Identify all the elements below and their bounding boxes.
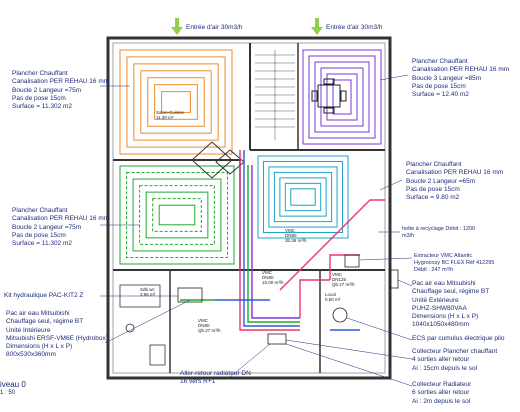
heating-pipe-loop (332, 79, 352, 115)
heating-loop-salon (119, 49, 233, 155)
heating-loop-lower-right (257, 155, 349, 239)
staircase (255, 50, 295, 140)
heating-loop-lower-left (119, 165, 235, 265)
outer-wall (106, 36, 392, 380)
heating-pipe-loop (262, 160, 344, 234)
heating-pipe-loop (314, 61, 370, 133)
pipe-network (180, 150, 385, 331)
heating-pipe-loop (154, 84, 198, 120)
heating-pipe-loop (145, 191, 209, 239)
annotation-water-heater: ECS par cumulus électrique pilo (412, 335, 505, 342)
heating-pipe-loop (132, 178, 222, 252)
air-inlet-arrow-1 (171, 18, 183, 35)
collector-unit (267, 333, 287, 345)
heating-pipe-loop (119, 49, 233, 155)
heating-pipe-loop (302, 49, 382, 145)
dining-table-icon (311, 78, 347, 114)
heating-pipe-loop (320, 67, 364, 127)
heating-pipe-loop (133, 63, 219, 141)
heating-pipe-loop (308, 55, 376, 139)
heating-pipe-loop (279, 177, 327, 217)
water-heater-icon (332, 307, 348, 323)
heating-loop-upper-right (302, 49, 382, 145)
leader-lines (100, 74, 413, 387)
heating-pipe-loop (273, 171, 333, 223)
heating-pipe-loop (284, 182, 322, 212)
heating-pipe-loop (161, 91, 191, 113)
air-inlet-arrow-2 (311, 18, 323, 35)
hydrobox-unit (177, 287, 203, 303)
heating-pipe-loop (268, 166, 338, 228)
heating-pipe-loop (147, 77, 205, 127)
heating-pipe-loop (290, 188, 316, 206)
heating-pipe-loop (119, 165, 235, 265)
heating-pipe-loop (126, 56, 226, 148)
annotation-hydraulic-kit: Kit hydraulique PAC-KIT2 Z (4, 292, 84, 299)
heating-pipe-loop (139, 185, 215, 245)
air-inlet-label: Entrée d'air 30m3/h (326, 24, 383, 31)
heating-pipe-loop (152, 198, 202, 232)
air-inlet-label: Entrée d'air 30m3/h (186, 24, 243, 31)
level-title: iveau 0 1 : 50 (0, 380, 26, 396)
outdoor-unit-icon (389, 269, 399, 289)
vmc-extractor-unit (344, 254, 360, 268)
heating-pipe-loop (126, 172, 228, 258)
heating-pipe-loop (257, 155, 349, 239)
heating-pipe-loop (326, 73, 358, 121)
heating-pipe-loop (158, 204, 196, 226)
bathroom-fixtures (119, 284, 166, 366)
heating-pipe-loop (140, 70, 212, 134)
